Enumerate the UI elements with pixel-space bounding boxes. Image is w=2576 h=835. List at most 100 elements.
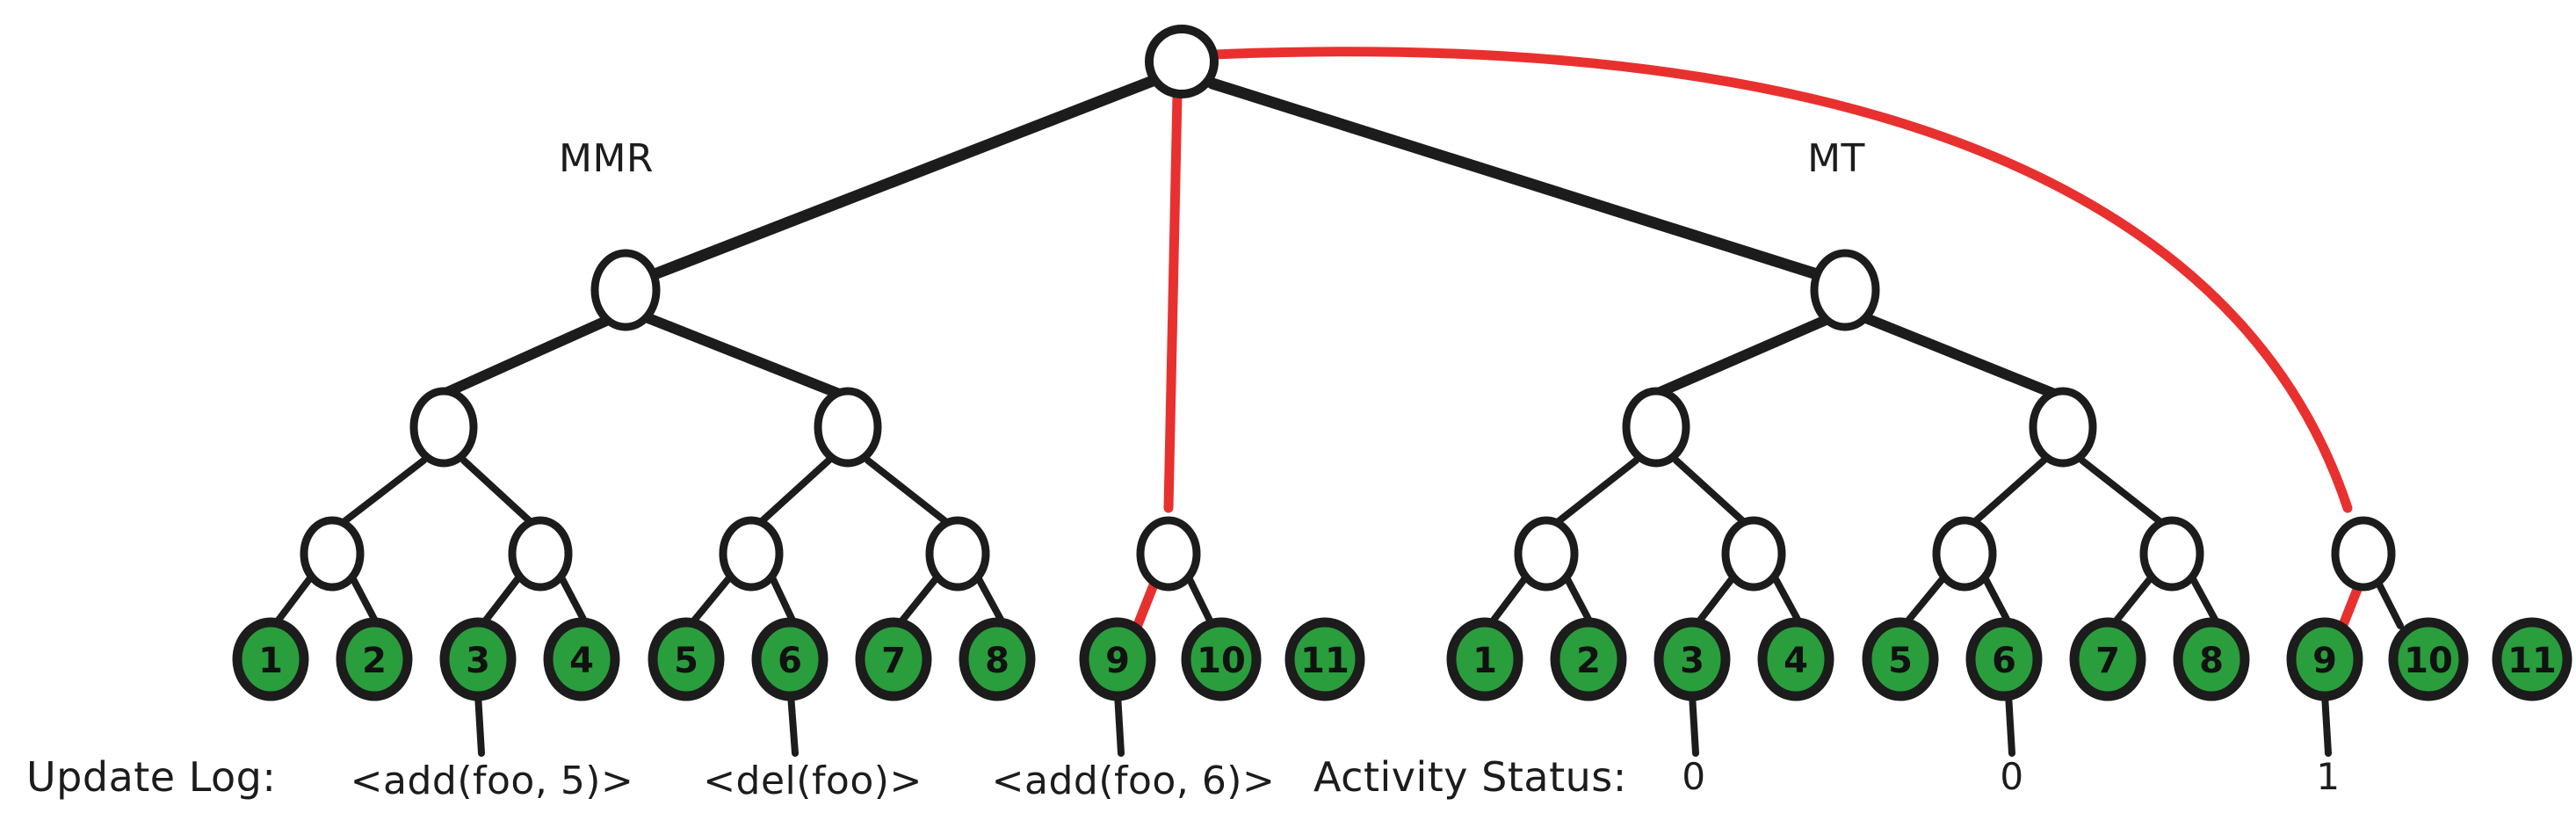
mt-node-l2-b[interactable] <box>2029 387 2097 468</box>
leaf-shape <box>959 617 1036 701</box>
mt-leaf-8[interactable]: 8 <box>2173 617 2250 701</box>
mt-leaf-1[interactable]: 1 <box>1446 617 1523 701</box>
leaf-label: 7 <box>881 641 906 681</box>
mt-node-l3-b[interactable] <box>1721 516 1786 592</box>
mmr-node-l3-b[interactable] <box>508 516 573 592</box>
mmr-node-l2-a[interactable] <box>409 387 478 468</box>
edge-mmr-n1-leaf1 <box>271 572 315 629</box>
leaf-label: 4 <box>1784 641 1808 681</box>
mmr-leaf-7[interactable]: 7 <box>855 617 932 701</box>
leaf-shape <box>2388 617 2469 701</box>
root-node[interactable] <box>1145 25 1219 98</box>
mt-node-l3-c[interactable] <box>1932 516 1997 592</box>
leaf-label: 3 <box>1680 641 1704 681</box>
activity-status-entry-3: 1 <box>2316 755 2340 798</box>
edge-mt-n3-leaf6 <box>1980 572 2014 629</box>
mt-leaf-3[interactable]: 3 <box>1653 617 1731 701</box>
mt-node-l3-a[interactable] <box>1514 516 1579 592</box>
mmr-leaf-11[interactable]: 11 <box>1284 617 1365 701</box>
leaf-label: 11 <box>1300 641 1350 681</box>
leaf-shape <box>1965 617 2043 701</box>
leaf-label: 9 <box>2312 641 2337 681</box>
mmr-leaf-10[interactable]: 10 <box>1181 617 1262 701</box>
edge-mmr-l2b-left <box>748 457 832 534</box>
mmr-peak-node[interactable] <box>590 249 661 331</box>
mt-node-l2-a[interactable] <box>1622 387 1690 468</box>
mmr-node-l3-a[interactable] <box>300 516 365 592</box>
leaf-shape <box>336 617 413 701</box>
highlight-paths <box>1131 47 2367 635</box>
mmr-leaf-4[interactable]: 4 <box>543 617 620 701</box>
leaf-label: 10 <box>2404 641 2453 681</box>
mmr-edges <box>271 75 1216 629</box>
activity-status-entries: 0 0 1 <box>1682 755 2340 798</box>
activity-status-entry-1: 0 <box>1682 755 1705 798</box>
leaf-shape <box>232 617 309 701</box>
edge-mt-peak-left <box>1651 316 1829 399</box>
tick-mmr-leaf-6 <box>787 691 799 757</box>
leaf-label: 9 <box>1105 641 1130 681</box>
mt-peak-node[interactable] <box>1810 249 1880 331</box>
edge-mmr-peak-right <box>643 313 853 403</box>
leaf-shape <box>855 617 932 701</box>
mmr-leaf-3[interactable]: 3 <box>439 617 517 701</box>
leaf-label: 2 <box>1576 641 1601 681</box>
activity-status-entry-2: 0 <box>2000 755 2023 798</box>
leaf-shape <box>1550 617 1627 701</box>
edge-root-to-mmr-peak <box>648 75 1159 280</box>
mt-leaf-9[interactable]: 9 <box>2286 617 2363 701</box>
mt-leaf-2[interactable]: 2 <box>1550 617 1627 701</box>
edge-mt-n1-leaf1 <box>1486 572 1530 629</box>
edge-mt-l2a-right <box>1673 457 1757 534</box>
leaf-shape <box>1757 617 1834 701</box>
caption-activity-status: Activity Status: <box>1313 753 1627 801</box>
mt-node-l3-e[interactable] <box>2331 516 2396 592</box>
mmr-leaf-9[interactable]: 9 <box>1079 617 1156 701</box>
highlight-mmr-node-to-leaf9 <box>1131 573 1161 635</box>
leaf-label: 1 <box>258 641 283 681</box>
mt-leaf-7[interactable]: 7 <box>2069 617 2146 701</box>
mt-node-l3-d[interactable] <box>2139 516 2204 592</box>
mmr-leaf-2[interactable]: 2 <box>336 617 413 701</box>
leaf-shape <box>1284 617 1365 701</box>
mmr-node-l3-c[interactable] <box>719 516 784 592</box>
edge-mmr-peak-left <box>438 316 611 399</box>
mmr-node-peak-9-10[interactable] <box>1136 516 1201 592</box>
leaf-label: 8 <box>985 641 1009 681</box>
mt-leaf-11[interactable]: 11 <box>2492 617 2572 701</box>
mt-leaf-5[interactable]: 5 <box>1862 617 1939 701</box>
update-log-entry-3: <add(foo, 6)> <box>992 759 1276 803</box>
leaf-label: 6 <box>778 641 802 681</box>
leaf-label: 7 <box>2095 641 2120 681</box>
leaf-shape <box>1446 617 1523 701</box>
edge-mt-l2b-right <box>2079 457 2175 534</box>
mt-leaf-6[interactable]: 6 <box>1965 617 2043 701</box>
leaf-label: 1 <box>1473 641 1497 681</box>
leaf-shape <box>2492 617 2572 701</box>
leaf-shape <box>648 617 725 701</box>
leaf-shape <box>1079 617 1156 701</box>
mmr-leaf-8[interactable]: 8 <box>959 617 1036 701</box>
leaf-shape <box>543 617 620 701</box>
caption-update-log: Update Log: <box>26 753 276 801</box>
leaf-shape <box>439 617 517 701</box>
mt-leaf-10[interactable]: 10 <box>2388 617 2469 701</box>
mmr-leaf-6[interactable]: 6 <box>751 617 829 701</box>
mmr-leaf-5[interactable]: 5 <box>648 617 725 701</box>
leaf-shape <box>1181 617 1262 701</box>
mt-internal-nodes <box>1514 249 2396 592</box>
leaf-shape <box>1862 617 1939 701</box>
mmr-internal-nodes <box>300 249 1201 592</box>
mmr-leaf-1[interactable]: 1 <box>232 617 309 701</box>
mmr-node-l3-d[interactable] <box>925 516 990 592</box>
leaf-label: 5 <box>674 641 698 681</box>
edge-mt-n2-leaf4 <box>1770 572 1805 629</box>
mt-leaf-4[interactable]: 4 <box>1757 617 1834 701</box>
mt-edges <box>1206 77 2404 629</box>
mmr-node-l2-b[interactable] <box>814 387 882 468</box>
edge-mt-n3-leaf5 <box>1900 572 1949 629</box>
tick-mt-leaf-3 <box>1689 691 1699 757</box>
edge-mmr-n5-leaf10 <box>1184 572 1216 629</box>
